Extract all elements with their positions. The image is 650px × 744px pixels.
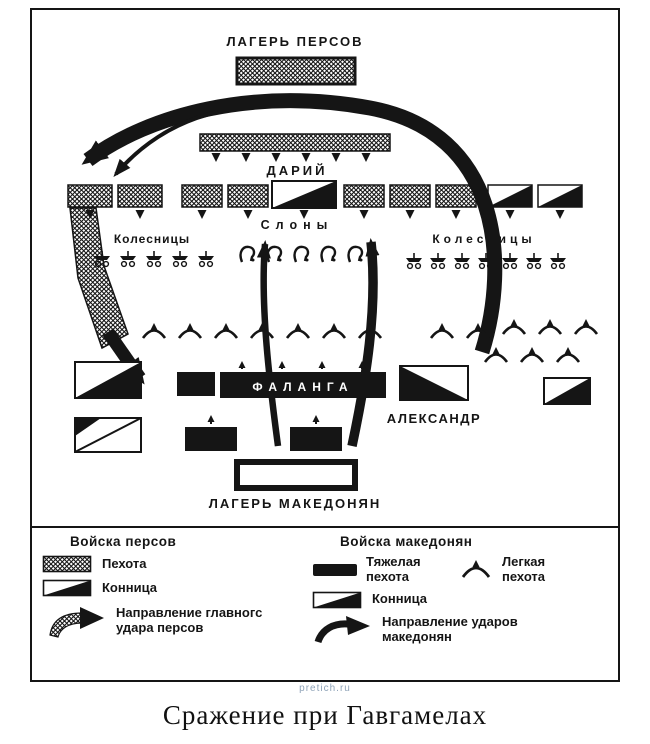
legend-label: Конница <box>102 579 157 595</box>
macedonian-second-line <box>74 415 342 453</box>
darius-label: ДАРИЙ <box>266 163 327 178</box>
persian-infantry-unit <box>343 184 385 208</box>
macedonian-camp-unit <box>234 459 358 491</box>
map-frame: ЛАГЕРЬ ПЕРСОВ ДАРИЙ <box>30 8 620 682</box>
advance-ticks <box>85 210 565 219</box>
persian-cavalry-icon <box>42 579 92 597</box>
legend-label: Конница <box>372 591 427 607</box>
macedonian-heavy-infantry-unit <box>177 372 215 396</box>
chariot-symbols-right <box>406 253 566 270</box>
battle-map: ЛАГЕРЬ ПЕРСОВ ДАРИЙ <box>67 34 599 511</box>
persian-camp-unit <box>235 56 357 86</box>
persian-attack-icon <box>49 607 104 638</box>
persian-infantry-unit <box>181 184 223 208</box>
macedonian-heavy-infantry-unit <box>290 427 342 451</box>
persian-reserve-line <box>199 133 391 162</box>
legend-label: Направление главногс удара персов <box>116 605 263 635</box>
legend-label: Пехота <box>102 555 147 571</box>
macedonian-center-arrows <box>256 238 380 447</box>
watermark: pretich.ru <box>299 683 351 694</box>
legend-persians-header: Войска персов <box>70 534 177 549</box>
page-title: Сражение при Гавгамелах <box>162 700 488 730</box>
persian-cavalry-unit <box>487 184 533 208</box>
macedonian-cavalry-left-unit <box>74 361 142 399</box>
legend-label: Тяжелая пехота <box>366 554 421 584</box>
chariot-symbols-left <box>94 251 214 268</box>
elephant-symbols <box>239 245 364 263</box>
persian-cavalry-unit <box>537 184 583 208</box>
alexander-label: АЛЕКСАНДР <box>387 411 481 426</box>
darius-guard-unit <box>271 180 337 209</box>
macedonian-camp-label: ЛАГЕРЬ МАКЕДОНЯН <box>209 496 382 511</box>
macedonian-cavalry-icon <box>312 591 362 609</box>
persian-camp-label: ЛАГЕРЬ ПЕРСОВ <box>226 34 363 49</box>
elephants-label: Слоны <box>261 218 334 232</box>
macedonian-cavalry-far-right-unit <box>543 377 591 405</box>
persian-front-line <box>67 180 583 219</box>
persian-infantry-unit <box>435 184 477 208</box>
legend-label: Легкая пехота <box>502 554 546 584</box>
persian-infantry-unit <box>67 184 113 208</box>
macedonian-heavy-infantry-icon <box>313 563 357 576</box>
legend-persians: Войска персов Пехота Конница Направление… <box>42 532 312 674</box>
persian-infantry-unit <box>389 184 431 208</box>
macedonian-light-infantry-icon <box>461 559 491 578</box>
legend-label: Направление ударов македонян <box>382 613 518 644</box>
macedonian-attack-icon <box>314 615 370 644</box>
chariots-left-label: Колесницы <box>114 232 190 246</box>
legend-macedonians: Войска македонян Тяжелая пехота Легкая п… <box>312 532 612 674</box>
light-infantry-arcs <box>141 319 599 363</box>
legend: Войска персов Пехота Конница Направление… <box>32 526 618 674</box>
phalanx-bar: ФАЛАНГА <box>220 361 386 398</box>
persian-infantry-icon <box>42 555 92 573</box>
chariots-right-label: Колесницы <box>432 232 535 246</box>
phalanx-label: ФАЛАНГА <box>252 380 353 394</box>
persian-infantry-unit <box>117 184 163 208</box>
macedonian-cavalry-right-unit <box>399 365 469 401</box>
macedonian-cavalry-reserve-unit <box>74 417 142 453</box>
macedonian-heavy-infantry-unit <box>185 427 237 451</box>
legend-macedonians-header: Войска македонян <box>340 534 473 549</box>
macedonian-line: ФАЛАНГА <box>74 361 591 405</box>
macedonian-flank-arrow <box>81 93 503 355</box>
persian-infantry-unit <box>227 184 269 208</box>
